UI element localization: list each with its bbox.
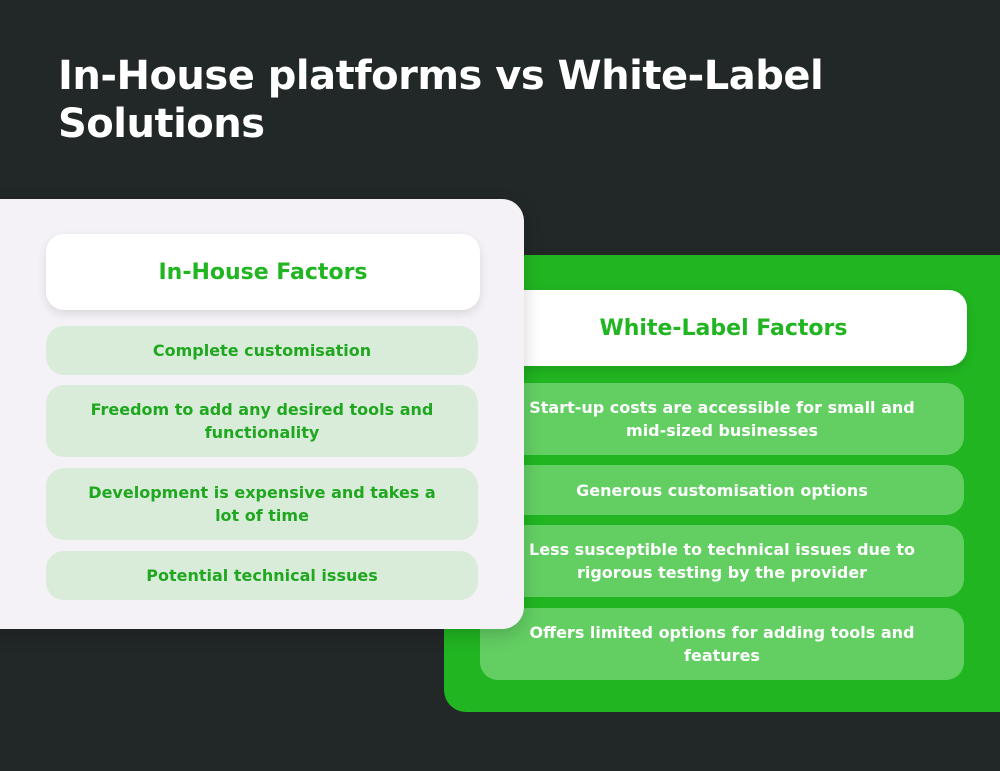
white-label-heading: White-Label Factors (480, 290, 967, 366)
in-house-heading: In-House Factors (46, 234, 480, 310)
in-house-item: Potential technical issues (46, 551, 478, 600)
in-house-item: Freedom to add any desired tools and fun… (46, 385, 478, 457)
white-label-item: Start-up costs are accessible for small … (480, 383, 964, 455)
white-label-item: Generous customisation options (480, 465, 964, 515)
in-house-item: Development is expensive and takes a lot… (46, 468, 478, 540)
page-title: In-House platforms vs White-Label Soluti… (58, 53, 824, 147)
in-house-item: Complete customisation (46, 326, 478, 375)
white-label-item: Offers limited options for adding tools … (480, 608, 964, 680)
white-label-item: Less susceptible to technical issues due… (480, 525, 964, 597)
